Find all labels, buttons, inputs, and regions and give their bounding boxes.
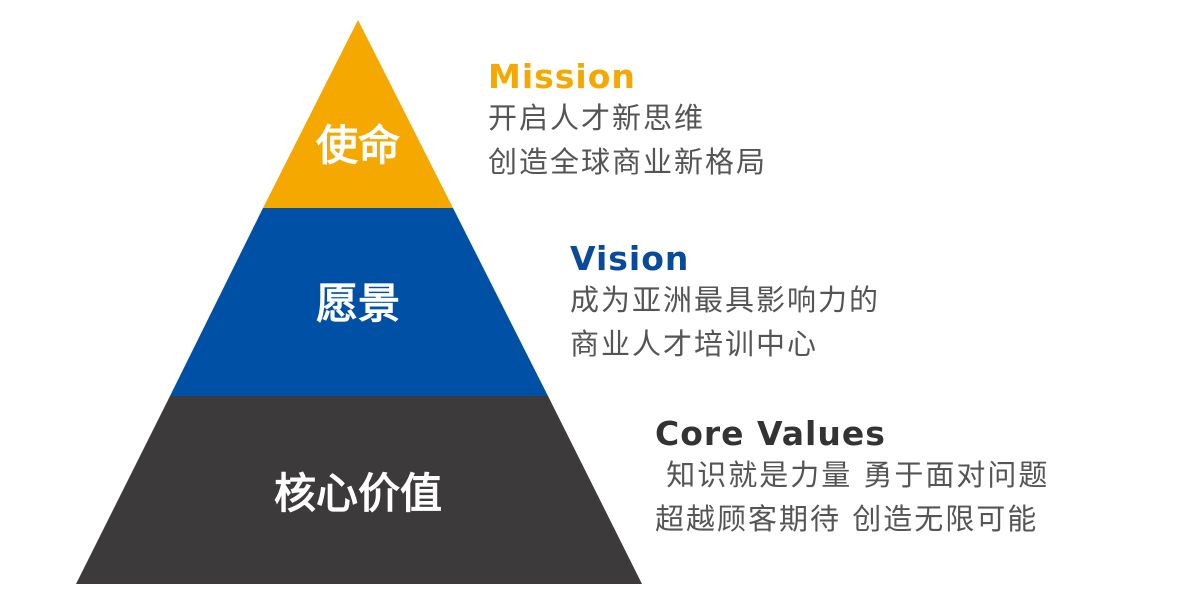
mission-line-1: 开启人才新思维	[488, 101, 706, 135]
mission-description: Mission 开启人才新思维 创造全球商业新格局	[488, 58, 767, 184]
vision-description: Vision 成为亚洲最具影响力的 商业人才培训中心	[570, 240, 880, 366]
mission-line-2: 创造全球商业新格局	[488, 145, 768, 179]
vision-heading: Vision	[570, 239, 690, 278]
pyramid-tier-core-values	[76, 396, 642, 584]
vision-line-2: 商业人才培训中心	[570, 327, 819, 361]
tier-label-core-values: 核心价值	[274, 469, 442, 518]
core-values-line-2: 超越顾客期待 创造无限可能	[655, 502, 1039, 536]
vision-line-1: 成为亚洲最具影响力的	[570, 283, 881, 317]
tier-label-vision: 愿景	[316, 279, 400, 328]
core-values-description: Core Values 知识就是力量 勇于面对问题 超越顾客期待 创造无限可能	[655, 415, 1049, 541]
core-values-line-1: 知识就是力量 勇于面对问题	[655, 458, 1050, 492]
mission-heading: Mission	[488, 57, 636, 96]
core-values-heading: Core Values	[655, 414, 886, 453]
pyramid-tier-mission	[263, 20, 453, 208]
pyramid-tier-vision	[170, 208, 548, 396]
tier-label-mission: 使命	[316, 121, 400, 170]
